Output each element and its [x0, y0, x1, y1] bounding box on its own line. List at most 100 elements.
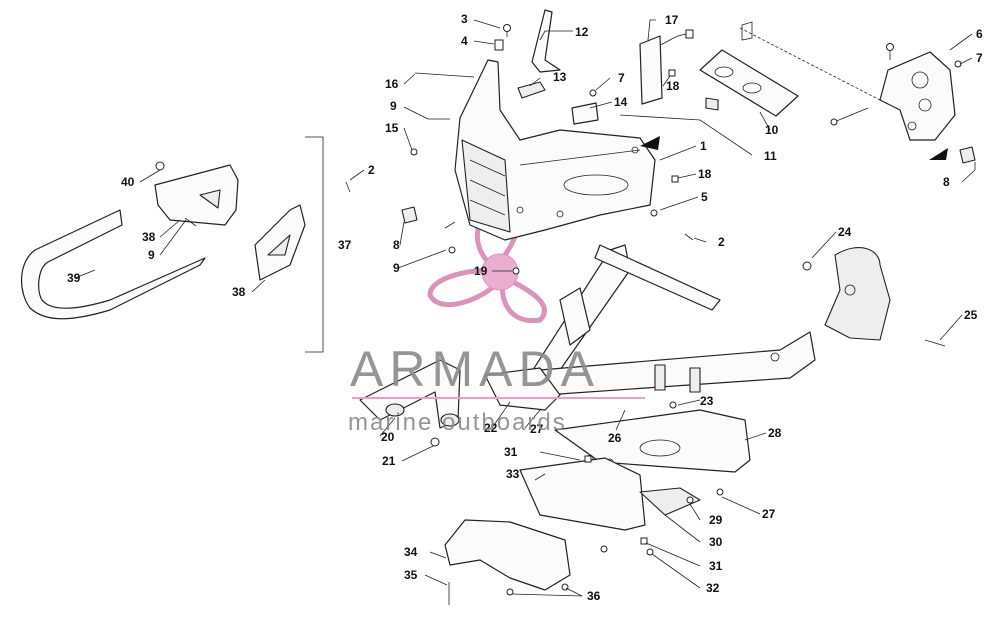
watermark-brand: ARMADA marine outboards [348, 341, 645, 436]
callout-29: 29 [709, 513, 723, 527]
part-16-bolt [414, 72, 475, 78]
part-22-arm [484, 367, 561, 411]
callout-8b: 8 [393, 238, 400, 252]
part-23-nut [669, 401, 677, 409]
part-15-screw [410, 148, 418, 156]
callout-17: 17 [665, 13, 679, 27]
part-30-plate [639, 487, 701, 516]
part-24-rear-bracket [802, 247, 946, 347]
callout-27: 27 [530, 422, 544, 436]
callout-34: 34 [404, 545, 418, 559]
arrow-marker-bulkhead [640, 136, 660, 150]
part-9-pin-c [184, 217, 197, 227]
dashed-leader-6 [739, 27, 881, 101]
callout-15: 15 [385, 121, 399, 135]
callout-37: 37 [338, 238, 352, 252]
callout-31: 31 [504, 445, 518, 459]
callout-33: 33 [506, 467, 520, 481]
part-20-arm [359, 359, 461, 429]
callout-30: 30 [709, 535, 723, 549]
callout-14: 14 [614, 95, 628, 109]
part-18-clip-b [671, 175, 679, 183]
callout-7: 7 [618, 71, 625, 85]
part-9-washer [448, 246, 456, 254]
callout-3: 3 [461, 12, 468, 26]
callout-38b: 38 [232, 285, 246, 299]
part-39-bumper [20, 209, 206, 320]
callout-9c: 9 [393, 261, 400, 275]
part-18-clip [668, 69, 676, 77]
part-1-bulkhead [454, 59, 656, 241]
group-37-bracket [305, 136, 324, 353]
callout-31b: 31 [709, 559, 723, 573]
part-10-plate [699, 49, 799, 117]
leader-lines [74, 19, 976, 597]
part-17-module [639, 29, 694, 105]
callout-2b: 2 [718, 235, 725, 249]
part-frame-rails [519, 244, 816, 396]
callout-1: 1 [700, 139, 707, 153]
watermark-title: ARMADA [350, 341, 600, 397]
callout-26: 26 [608, 431, 622, 445]
part-9-pin-b [444, 221, 456, 229]
callout-36: 36 [587, 589, 601, 603]
part-21-nut [430, 437, 440, 447]
callout-38: 38 [142, 230, 156, 244]
callout-21: 21 [382, 454, 396, 468]
part-8-block [959, 146, 976, 164]
callout-35: 35 [404, 568, 418, 582]
watermark-subtitle: marine outboards [348, 409, 567, 436]
part-31-clip-b [640, 537, 648, 545]
part-4-nut [494, 39, 504, 51]
callout-32: 32 [706, 581, 720, 595]
part-8-block-b [401, 206, 418, 224]
part-40-bracket [154, 161, 239, 226]
callout-23: 23 [700, 394, 714, 408]
part-33-skid-plate [519, 457, 646, 531]
part-29-screw [686, 496, 694, 504]
part-7-screw [589, 89, 597, 97]
callout-19: 19 [474, 264, 488, 278]
callout-8: 8 [943, 175, 950, 189]
part-31-clip-a [584, 455, 592, 463]
callout-9b: 9 [148, 248, 155, 262]
callout-18b: 18 [698, 167, 712, 181]
part-2-pin-b [684, 233, 694, 241]
callout-12: 12 [575, 25, 589, 39]
part-14-bracket [571, 102, 599, 125]
part-5-bolt [650, 209, 658, 217]
callout-9: 9 [390, 99, 397, 113]
callout-39: 39 [67, 271, 81, 285]
callout-2: 2 [368, 163, 375, 177]
callout-5: 5 [701, 190, 708, 204]
callout-25: 25 [964, 308, 978, 322]
callout-6: 6 [976, 27, 983, 41]
part-36-screw-c [600, 545, 608, 553]
part-36-screw-a [506, 588, 514, 596]
callout-22: 22 [484, 421, 498, 435]
part-36-screw-b [561, 583, 569, 591]
part-27-screw [716, 488, 724, 496]
arrow-marker-right [929, 148, 948, 160]
callout-10: 10 [765, 123, 779, 137]
callout-20: 20 [381, 430, 395, 444]
part-3-screw [503, 24, 511, 37]
part-2-pin-a [345, 181, 351, 193]
callout-40: 40 [121, 175, 135, 189]
part-34-lower-guard [444, 519, 571, 591]
part-6-bracket [830, 43, 956, 141]
callout-24: 24 [838, 225, 852, 239]
part-32-nut [646, 548, 654, 556]
callout-28: 28 [768, 426, 782, 440]
callout-11: 11 [764, 149, 777, 163]
part-38-gusset [254, 204, 306, 281]
part-7-screw-b [954, 60, 962, 68]
callout-labels: 3 12 17 4 16 13 7 18 9 14 15 1 10 11 6 7… [67, 12, 983, 603]
callout-13: 13 [553, 70, 567, 84]
callout-27b: 27 [762, 507, 776, 521]
part-12-bracket [531, 9, 561, 73]
callout-18: 18 [666, 79, 680, 93]
callout-16: 16 [385, 77, 399, 91]
callout-7b: 7 [976, 51, 983, 65]
